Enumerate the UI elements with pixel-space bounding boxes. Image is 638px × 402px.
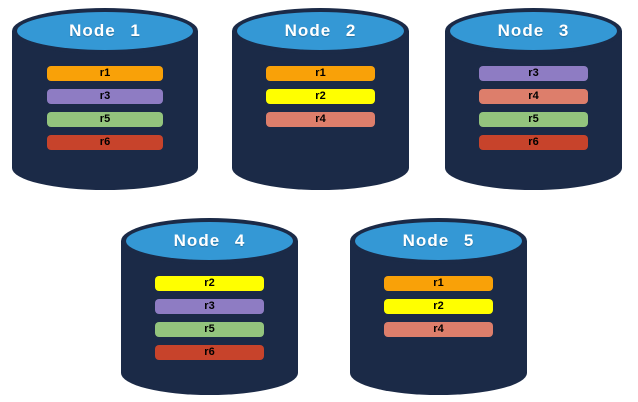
cylinder-body	[232, 31, 409, 190]
replica-bar-r1: r1	[265, 66, 376, 81]
node-cylinder-5: Node 5 r1 r2 r4	[350, 218, 527, 395]
cylinder-body	[12, 31, 198, 190]
replica-list: r1 r2 r4	[383, 276, 494, 337]
cylinder-top-ellipse: Node 2	[237, 12, 404, 50]
replica-list: r2 r3 r5 r6	[154, 276, 265, 360]
cylinder-body	[121, 241, 298, 395]
node-cylinder-2: Node 2 r1 r2 r4	[232, 8, 409, 190]
replica-bar-r6: r6	[47, 135, 163, 150]
replica-bar-r4: r4	[265, 112, 376, 127]
node-cylinder-1: Node 1 r1 r3 r5 r6	[12, 8, 198, 190]
cylinder-top-ellipse: Node 4	[126, 222, 293, 260]
cylinder-body	[350, 241, 527, 395]
replica-bar-r3: r3	[47, 89, 163, 104]
node-cylinder-3: Node 3 r3 r4 r5 r6	[445, 8, 622, 190]
node-label: Node 5	[402, 231, 475, 250]
replica-bar-r5: r5	[154, 322, 265, 337]
replica-list: r3 r4 r5 r6	[478, 66, 589, 150]
cylinder-body	[445, 31, 622, 190]
node-label: Node 3	[497, 21, 570, 40]
replica-bar-r4: r4	[478, 89, 589, 104]
replica-bar-r1: r1	[47, 66, 163, 81]
replica-bar-r3: r3	[478, 66, 589, 81]
cylinder-top-ellipse: Node 5	[355, 222, 522, 260]
node-label: Node 2	[284, 21, 357, 40]
replica-bar-r6: r6	[154, 345, 265, 360]
cylinder-top-ellipse: Node 3	[450, 12, 617, 50]
replica-list: r1 r2 r4	[265, 66, 376, 127]
replica-bar-r5: r5	[478, 112, 589, 127]
replica-bar-r3: r3	[154, 299, 265, 314]
replica-bar-r4: r4	[383, 322, 494, 337]
replica-bar-r6: r6	[478, 135, 589, 150]
replica-bar-r1: r1	[383, 276, 494, 291]
node-label: Node 1	[69, 21, 141, 40]
replica-bar-r2: r2	[154, 276, 265, 291]
replica-bar-r2: r2	[265, 89, 376, 104]
replica-list: r1 r3 r5 r6	[47, 66, 163, 150]
node-label: Node 4	[173, 231, 246, 250]
replica-bar-r2: r2	[383, 299, 494, 314]
cylinder-top-ellipse: Node 1	[17, 12, 193, 50]
replica-bar-r5: r5	[47, 112, 163, 127]
node-cylinder-4: Node 4 r2 r3 r5 r6	[121, 218, 298, 395]
